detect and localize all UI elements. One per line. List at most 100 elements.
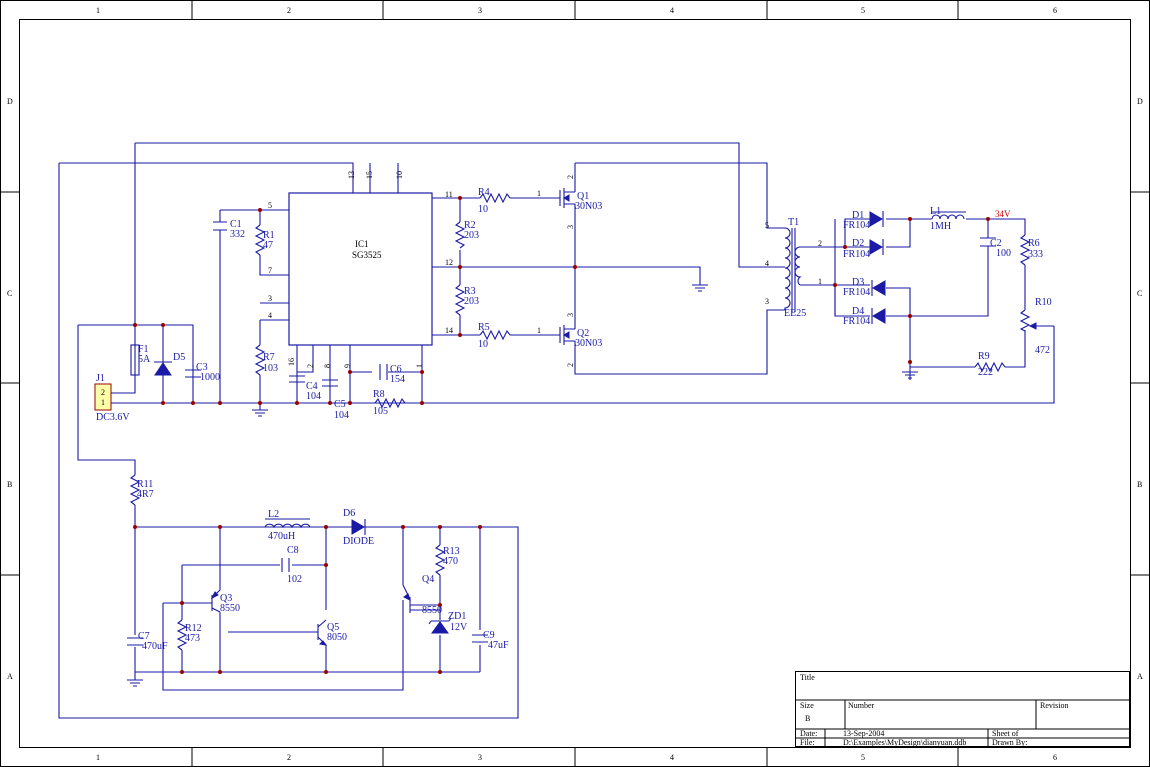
fuse-f1[interactable]: F1 5A — [130, 344, 151, 376]
resistor-r3[interactable]: R3 203 — [454, 284, 479, 316]
r3-ref: R3 — [464, 286, 476, 297]
ground-symbol — [692, 284, 708, 292]
column-labels: 1 2 3 4 5 6 1 2 3 4 5 6 — [96, 6, 1057, 762]
capacitor-c7[interactable]: C7 470uF — [127, 631, 168, 652]
r9-ref: R9 — [978, 351, 990, 362]
pin-label: 4 — [765, 259, 769, 268]
resistor-r12[interactable]: R12 473 — [176, 619, 202, 651]
capacitor-c4[interactable]: C4 104 — [289, 375, 321, 402]
diode-d2[interactable]: D2 FR104 — [843, 238, 884, 260]
capacitor-c9[interactable]: C9 47uF — [472, 630, 509, 651]
resistor-r5[interactable]: R5 10 1 — [478, 322, 541, 350]
ic1-sg3525[interactable]: IC1 SG3525 5 7 3 4 16 2 8 9 1 11 12 14 1… — [268, 163, 453, 368]
resistor-r6[interactable]: R6 333 — [1019, 234, 1043, 266]
diode-d6[interactable]: D6 DIODE — [343, 508, 374, 547]
t1-value: EE25 — [784, 308, 806, 319]
r1-value: 47 — [263, 240, 273, 251]
pin-label: 4 — [268, 311, 272, 320]
pin-label: 11 — [445, 190, 453, 199]
resistor-r1[interactable]: R1 47 — [254, 224, 275, 256]
pin-label: 2 — [566, 363, 575, 367]
pin-label: 2 — [306, 364, 315, 368]
j1-ref: J1 — [96, 373, 105, 384]
resistor-r8[interactable]: R8 105 — [373, 389, 406, 417]
d1-value: FR104 — [843, 220, 870, 231]
connector-j1[interactable]: 2 1 J1 DC3.6V — [94, 373, 130, 423]
transistor-q3[interactable]: Q3 8550 — [210, 589, 240, 614]
revision-label: Revision — [1040, 701, 1068, 710]
resistor-r2[interactable]: R2 203 — [454, 220, 479, 249]
size-value: B — [805, 714, 810, 723]
row-labels: D C B A D C B A — [7, 97, 1143, 681]
resistor-r11[interactable]: R11 4R7 — [129, 474, 154, 506]
q2-value: 30N03 — [575, 338, 602, 349]
transistor-q4[interactable]: Q4 8550 — [402, 574, 442, 616]
capacitor-c3[interactable]: C3 1000 — [185, 362, 220, 383]
capacitor-c5[interactable]: C5 104 — [322, 379, 349, 421]
pin-label: 3 — [566, 225, 575, 229]
resistor-r4[interactable]: R4 10 1 — [478, 187, 541, 215]
d4-value: FR104 — [843, 316, 870, 327]
inductor-l1[interactable]: L1 1MH — [930, 206, 966, 232]
col-label-top: 2 — [287, 6, 291, 15]
q5-value: 8050 — [327, 632, 347, 643]
pin-label: 3 — [268, 294, 272, 303]
capacitor-c1[interactable]: C1 332 — [213, 219, 245, 240]
d6-ref: D6 — [343, 508, 355, 519]
col-label-top: 3 — [478, 6, 482, 15]
transistor-q5[interactable]: Q5 8050 — [317, 619, 347, 646]
mosfet-q2[interactable]: Q2 30N03 3 2 — [559, 313, 602, 367]
col-label-bottom: 1 — [96, 753, 100, 762]
r10-value: 472 — [1035, 345, 1050, 356]
ground-symbol — [902, 371, 918, 379]
r2-value: 203 — [464, 230, 479, 241]
q2-ref: Q2 — [577, 328, 589, 339]
c9-value: 47uF — [488, 640, 509, 651]
col-label-bottom: 2 — [287, 753, 291, 762]
inductor-l2[interactable]: L2 470uH — [264, 509, 311, 542]
diode-d3[interactable]: D3 FR104 — [843, 277, 886, 298]
diode-d1[interactable]: D1 FR104 — [843, 210, 884, 231]
row-label-right: A — [1137, 672, 1143, 681]
capacitor-c8[interactable]: C8 102 — [281, 545, 302, 585]
resistor-r7[interactable]: R7 103 — [254, 344, 278, 376]
r4-value: 10 — [478, 204, 488, 215]
q4-value: 8550 — [422, 605, 442, 616]
drawn-by-label: Drawn By: — [992, 738, 1027, 747]
row-label-right: D — [1137, 97, 1143, 106]
col-label-top: 6 — [1053, 6, 1057, 15]
capacitor-c6[interactable]: C6 154 — [379, 364, 405, 385]
r13-ref: R13 — [443, 546, 460, 557]
pin-label: 3 — [765, 297, 769, 306]
number-label: Number — [848, 701, 875, 710]
diode-d4[interactable]: D4 FR104 — [843, 306, 886, 327]
pin-label: 1 — [818, 277, 822, 286]
potentiometer-r10[interactable]: R10 472 — [1019, 297, 1054, 356]
d1-ref: D1 — [852, 210, 864, 221]
ground-symbol — [127, 679, 143, 687]
l2-value: 470uH — [268, 531, 295, 542]
c4-ref: C4 — [306, 381, 318, 392]
transformer-t1[interactable]: T1 EE25 5 4 3 2 1 — [765, 217, 822, 319]
resistor-r9[interactable]: R9 222 — [974, 351, 1006, 378]
pin-label: 1 — [415, 364, 424, 368]
pin-label: 12 — [445, 258, 453, 267]
resistor-r13[interactable]: R13 470 — [434, 544, 460, 576]
row-label-left: B — [7, 480, 12, 489]
pin-label: 1 — [101, 398, 105, 407]
zd1-value: 12V — [450, 622, 468, 633]
zener-zd1[interactable]: ZD1 12V — [428, 611, 468, 634]
q5-ref: Q5 — [327, 622, 339, 633]
d3-value: FR104 — [843, 287, 870, 298]
mosfet-q1[interactable]: Q1 30N03 2 3 — [559, 175, 602, 229]
file-label: File: — [800, 738, 815, 747]
title-block: Title Size B Number Revision Date: 13-Se… — [795, 671, 1130, 747]
r2-ref: R2 — [464, 220, 476, 231]
col-label-top: 4 — [670, 6, 674, 15]
row-label-left: D — [7, 97, 13, 106]
capacitor-c2[interactable]: C2 100 — [980, 237, 1011, 259]
date-label: Date: — [800, 729, 817, 738]
sheet-label: Sheet of — [992, 729, 1019, 738]
diode-d5[interactable]: D5 — [154, 352, 185, 376]
